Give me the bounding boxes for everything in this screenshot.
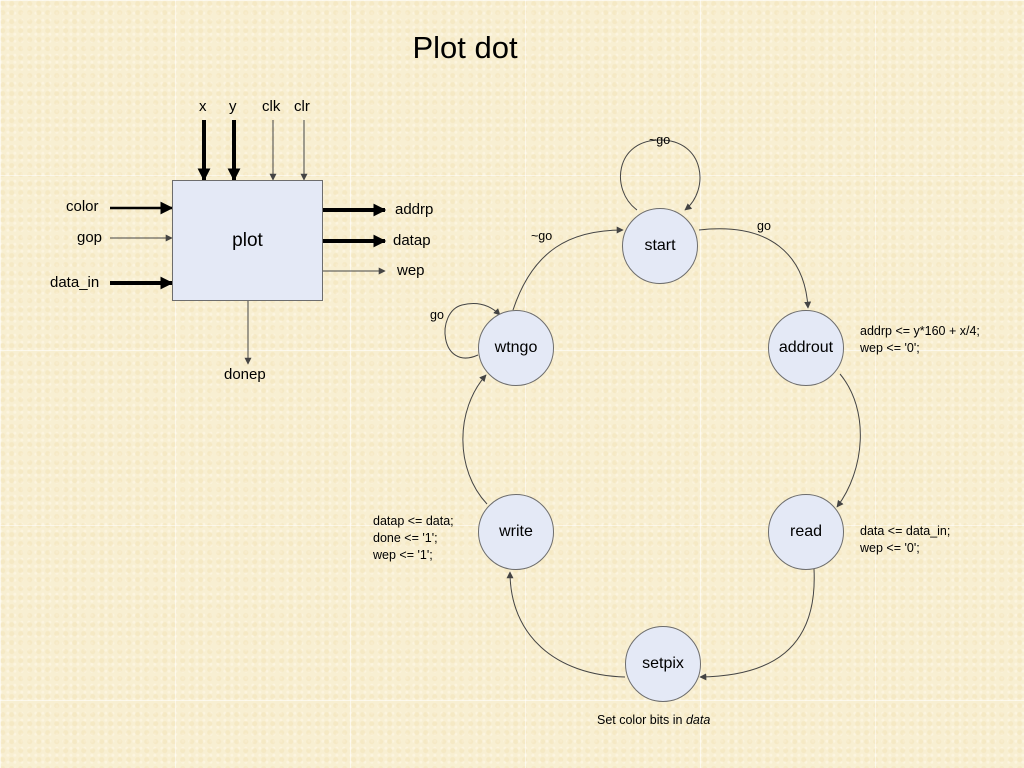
write-annotation-line: wep <= '1'; <box>373 548 433 562</box>
state-start: start <box>622 208 698 284</box>
setpix-annotation: Set color bits in data <box>597 712 710 729</box>
wtngo-self-loop-label: go <box>430 308 444 322</box>
wtngo-self-loop <box>444 302 501 359</box>
setpix-annotation-italic: data <box>685 713 711 727</box>
write-annotation-line: done <= '1'; <box>373 531 438 545</box>
state-write: write <box>478 494 554 570</box>
read-annotation-line: data <= data_in; <box>860 524 951 538</box>
wtngo-to-start-arrow <box>512 226 624 311</box>
setpix-to-write-arrow <box>506 571 626 678</box>
write-to-wtngo-arrow <box>462 374 488 505</box>
read-to-setpix-arrow <box>699 568 815 681</box>
addrout-annotation-line: wep <= '0'; <box>860 341 920 355</box>
state-addrout: addrout <box>768 310 844 386</box>
state-start-label: start <box>644 237 676 254</box>
y-label: y <box>229 98 237 115</box>
read-annotation-line: wep <= '0'; <box>860 541 920 555</box>
start-to-addrout-arrow <box>698 228 812 309</box>
state-wtngo-label: wtngo <box>494 339 538 356</box>
page-title: Plot dot <box>412 30 518 65</box>
clk-label: clk <box>262 98 281 115</box>
addrout-annotation: addrp <= y*160 + x/4; wep <= '0'; <box>860 323 980 357</box>
state-setpix: setpix <box>625 626 701 702</box>
addrp-label: addrp <box>395 201 434 218</box>
start-self-loop-label: ~go <box>649 133 671 147</box>
state-wtngo: wtngo <box>478 310 554 386</box>
state-setpix-label: setpix <box>642 655 684 672</box>
clr-label: clr <box>294 98 310 115</box>
donep-label: donep <box>224 366 266 383</box>
state-addrout-label: addrout <box>778 339 834 356</box>
datap-label: datap <box>393 232 431 249</box>
read-annotation: data <= data_in; wep <= '0'; <box>860 523 950 557</box>
addrout-annotation-line: addrp <= y*160 + x/4; <box>860 324 980 338</box>
data-in-label: data_in <box>50 274 100 291</box>
setpix-annotation-text: Set color bits in <box>597 713 683 727</box>
wep-label: wep <box>397 262 425 279</box>
write-annotation: datap <= data; done <= '1'; wep <= '1'; <box>373 513 454 564</box>
plot-block-label: plot <box>232 229 263 251</box>
gop-label: gop <box>77 229 103 246</box>
plot-block: plot <box>172 180 323 301</box>
state-write-label: write <box>499 523 533 540</box>
addrout-to-read-arrow <box>836 373 861 508</box>
x-label: x <box>199 98 207 115</box>
start-self-loop <box>619 139 701 211</box>
wtngo-to-start-label: ~go <box>531 229 553 243</box>
write-annotation-line: datap <= data; <box>373 514 454 528</box>
state-read-label: read <box>789 523 823 540</box>
start-to-addrout-label: go <box>757 219 771 233</box>
color-label: color <box>66 198 99 215</box>
state-read: read <box>768 494 844 570</box>
